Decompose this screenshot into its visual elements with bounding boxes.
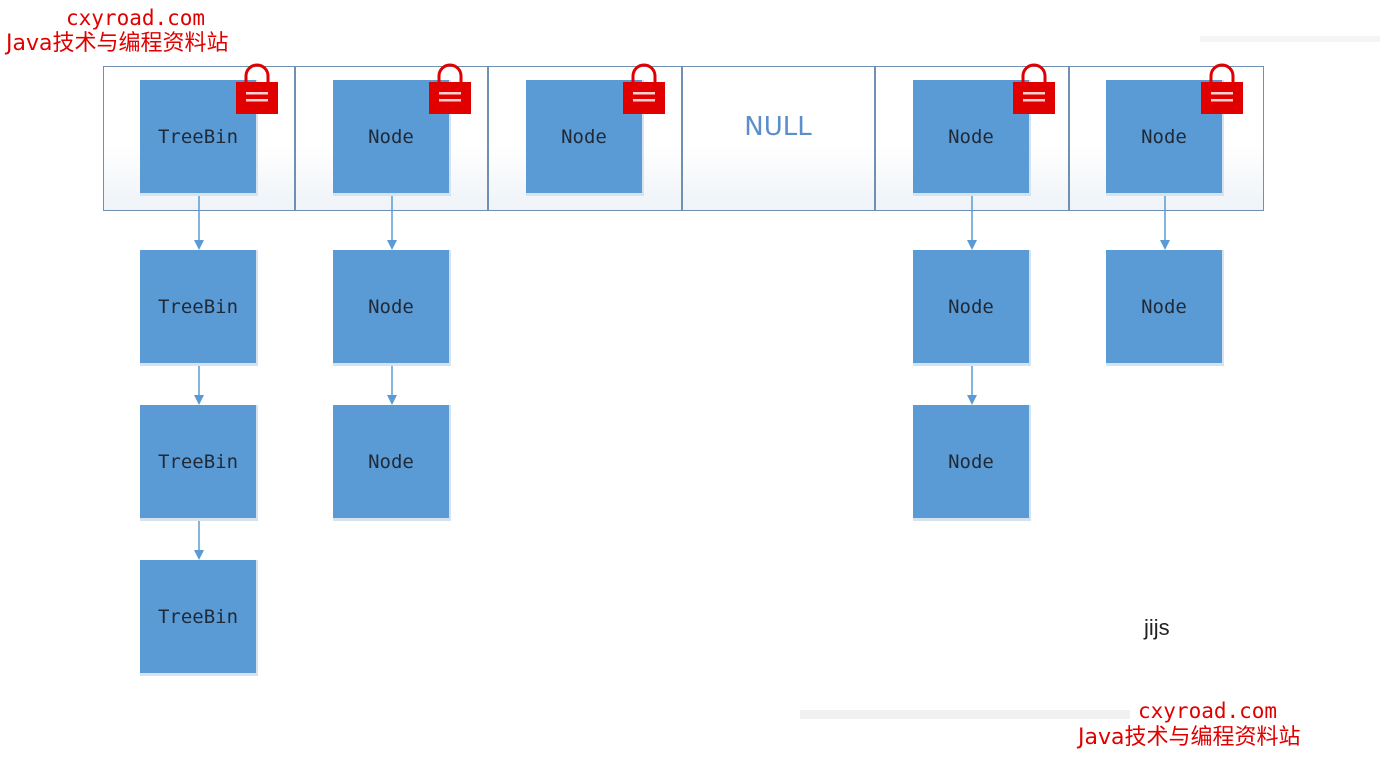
bucket-4-chain-node: Node: [913, 405, 1031, 521]
padlock-icon: [236, 63, 278, 114]
watermark-title-bottom: Java技术与编程资料站: [1078, 725, 1301, 750]
watermark-domain-bottom: cxyroad.com: [1138, 699, 1278, 723]
down-arrow-icon: [194, 366, 204, 405]
bucket-4-head: Node: [913, 80, 1031, 196]
down-arrow-icon: [387, 366, 397, 405]
down-arrow-icon: [194, 196, 204, 250]
padlock-icon: [429, 63, 471, 114]
down-arrow-icon: [967, 196, 977, 250]
bucket-1-chain-node: Node: [333, 405, 451, 521]
watermark-domain-top: cxyroad.com: [66, 6, 206, 30]
watermark-title-top: Java技术与编程资料站: [6, 31, 229, 56]
down-arrow-icon: [1160, 196, 1170, 250]
bucket-0-chain-node: TreeBin: [140, 560, 258, 676]
slot-divider: [487, 66, 489, 211]
slot-divider: [874, 66, 876, 211]
down-arrow-icon: [387, 196, 397, 250]
padlock-icon: [623, 63, 665, 114]
bucket-5-head: Node: [1106, 80, 1224, 196]
bucket-4-chain-node: Node: [913, 250, 1031, 366]
faint-divider-bottom: [800, 710, 1130, 719]
hash-table-array: [103, 66, 1264, 211]
bucket-3-null-label: NULL: [744, 112, 812, 142]
slot-divider: [1068, 66, 1070, 211]
bucket-0-chain-node: TreeBin: [140, 250, 258, 366]
down-arrow-icon: [194, 521, 204, 560]
padlock-icon: [1013, 63, 1055, 114]
bucket-5-chain-node: Node: [1106, 250, 1224, 366]
slot-divider: [294, 66, 296, 211]
faint-divider-top: [1200, 36, 1380, 42]
padlock-icon: [1201, 63, 1243, 114]
down-arrow-icon: [967, 366, 977, 405]
bucket-0-chain-node: TreeBin: [140, 405, 258, 521]
bucket-1-chain-node: Node: [333, 250, 451, 366]
slot-divider: [681, 66, 683, 211]
author-signature: jijs: [1144, 615, 1170, 640]
